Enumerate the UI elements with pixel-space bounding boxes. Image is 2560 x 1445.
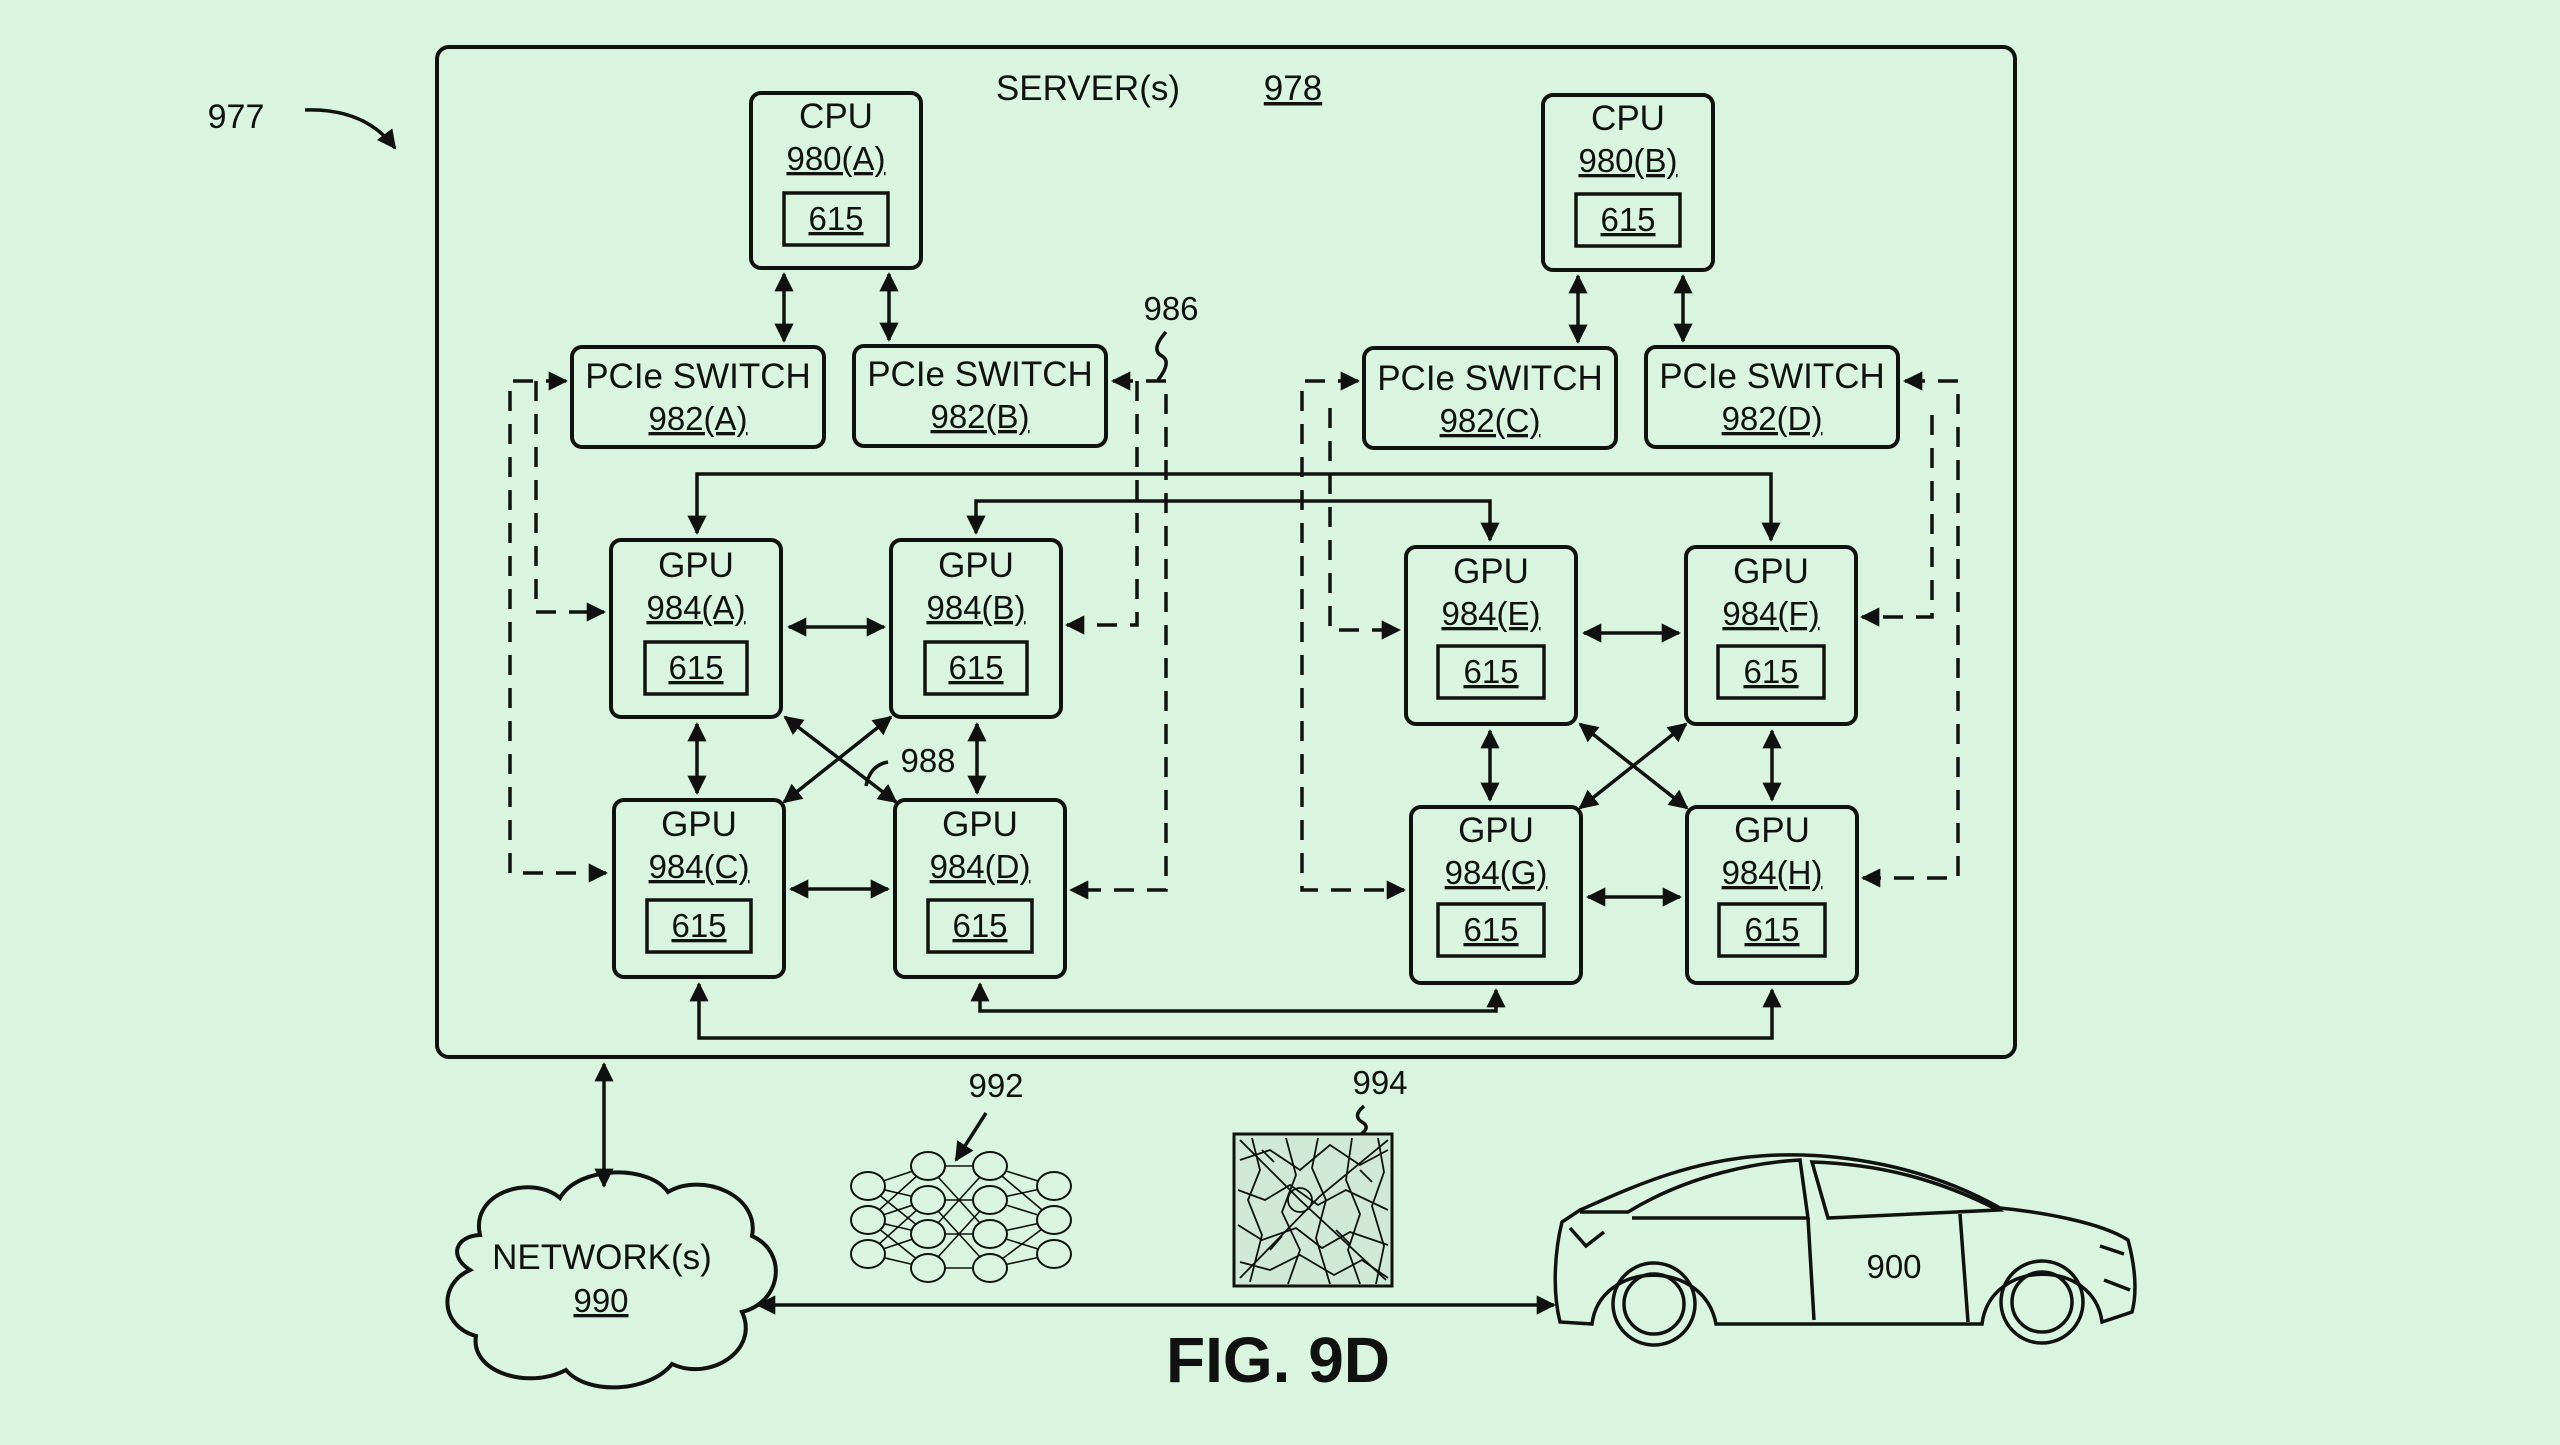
gpu-a-label: GPU — [658, 546, 734, 585]
gpu-f-ref: 984(F) — [1722, 595, 1819, 632]
cpu-a-inner-615: 615 — [808, 200, 863, 237]
gpu-d-inner-615: 615 — [952, 907, 1007, 944]
pcie-switch-a-ref: 982(A) — [648, 400, 747, 437]
ref-977: 977 — [208, 98, 265, 136]
gpu-c: GPU 984(C) 615 — [612, 798, 786, 979]
gpu-h-ref: 984(H) — [1722, 854, 1823, 891]
ref-988-leader — [864, 760, 889, 787]
gpu-d: GPU 984(D) 615 — [893, 798, 1067, 979]
cross-group-routes — [687, 472, 1782, 1040]
pcie-switch-a-label: PCIe SWITCH — [585, 357, 811, 396]
cpu-b-inner-615: 615 — [1600, 201, 1655, 238]
server-enclosure — [435, 45, 2017, 1059]
figure-caption: FIG. 9D — [1166, 1324, 1390, 1396]
pcie-switch-d: PCIe SWITCH 982(D) — [1644, 345, 1900, 449]
gpu-d-label: GPU — [942, 805, 1018, 844]
gpu-e: GPU 984(E) 615 — [1404, 545, 1578, 726]
gpu-g-ref: 984(G) — [1445, 854, 1548, 891]
gpu-a: GPU 984(A) 615 — [609, 538, 783, 719]
ref-992: 992 — [968, 1067, 1023, 1104]
cpu-a: CPU 980(A) 615 — [749, 91, 923, 270]
gpu-g: GPU 984(G) 615 — [1409, 805, 1583, 985]
pcie-switch-c-ref: 982(C) — [1440, 402, 1541, 439]
gpu-b-label: GPU — [938, 546, 1014, 585]
gpu-a-inner-615: 615 — [668, 649, 723, 686]
ref-994-leader — [1355, 1104, 1368, 1138]
pcie-switch-d-label: PCIe SWITCH — [1659, 357, 1885, 396]
ref-994: 994 — [1352, 1064, 1407, 1101]
ref-986: 986 — [1143, 290, 1198, 327]
pcie-switch-b-label: PCIe SWITCH — [867, 355, 1093, 394]
ref-992-pointer — [954, 1112, 988, 1162]
pcie-switch-b-ref: 982(B) — [930, 398, 1029, 435]
network-cloud: NETWORK(s) 990 — [445, 1170, 778, 1390]
gpu-b-inner-615: 615 — [948, 649, 1003, 686]
gpu-e-inner-615: 615 — [1463, 653, 1518, 690]
pcie-switch-d-ref: 982(D) — [1722, 400, 1823, 437]
gpu-h: GPU 984(H) 615 — [1685, 805, 1859, 985]
cpu-b-label: CPU — [1591, 99, 1665, 138]
hd-map-icon — [1232, 1132, 1394, 1288]
gpu-g-inner-615: 615 — [1463, 911, 1518, 948]
network-label: NETWORK(s) — [492, 1238, 712, 1277]
vehicle-car — [1553, 1153, 2137, 1347]
neural-network-icon — [850, 1151, 1072, 1283]
network-ref: 990 — [573, 1282, 628, 1319]
pcie-switch-b: PCIe SWITCH 982(B) — [852, 344, 1108, 448]
gpu-b: GPU 984(B) 615 — [889, 538, 1063, 719]
gpu-a-ref: 984(A) — [646, 589, 745, 626]
server-ref: 978 — [1264, 69, 1322, 108]
gpu-h-label: GPU — [1734, 811, 1810, 850]
gpu-g-label: GPU — [1458, 811, 1534, 850]
ref-988: 988 — [900, 742, 955, 779]
cpu-switch-links — [774, 272, 1693, 344]
pcie-gpu-dashed-links — [508, 371, 1960, 900]
pcie-switch-a: PCIe SWITCH 982(A) — [570, 345, 826, 449]
gpu-d-ref: 984(D) — [930, 848, 1031, 885]
gpu-c-ref: 984(C) — [649, 848, 750, 885]
gpu-f: GPU 984(F) 615 — [1684, 545, 1858, 726]
pcie-switch-c: PCIe SWITCH 982(C) — [1362, 346, 1618, 450]
gpu-f-inner-615: 615 — [1743, 653, 1798, 690]
cpu-b: CPU 980(B) 615 — [1541, 93, 1715, 272]
ref-986-leader — [1155, 330, 1168, 382]
cpu-a-label: CPU — [799, 97, 873, 136]
pcie-switch-c-label: PCIe SWITCH — [1377, 359, 1603, 398]
gpu-b-ref: 984(B) — [926, 589, 1025, 626]
ref-977-pointer — [304, 108, 397, 150]
gpu-c-label: GPU — [661, 805, 737, 844]
gpu-e-ref: 984(E) — [1441, 595, 1540, 632]
gpu-h-inner-615: 615 — [1744, 911, 1799, 948]
gpu-f-label: GPU — [1733, 552, 1809, 591]
cpu-a-ref: 980(A) — [786, 140, 885, 177]
gpu-c-inner-615: 615 — [671, 907, 726, 944]
gpu-e-label: GPU — [1453, 552, 1529, 591]
vehicle-ref: 900 — [1866, 1248, 1921, 1285]
gpu-interconnects — [687, 617, 1782, 907]
cpu-b-ref: 980(B) — [1578, 142, 1677, 179]
server-label: SERVER(s) — [996, 69, 1180, 108]
